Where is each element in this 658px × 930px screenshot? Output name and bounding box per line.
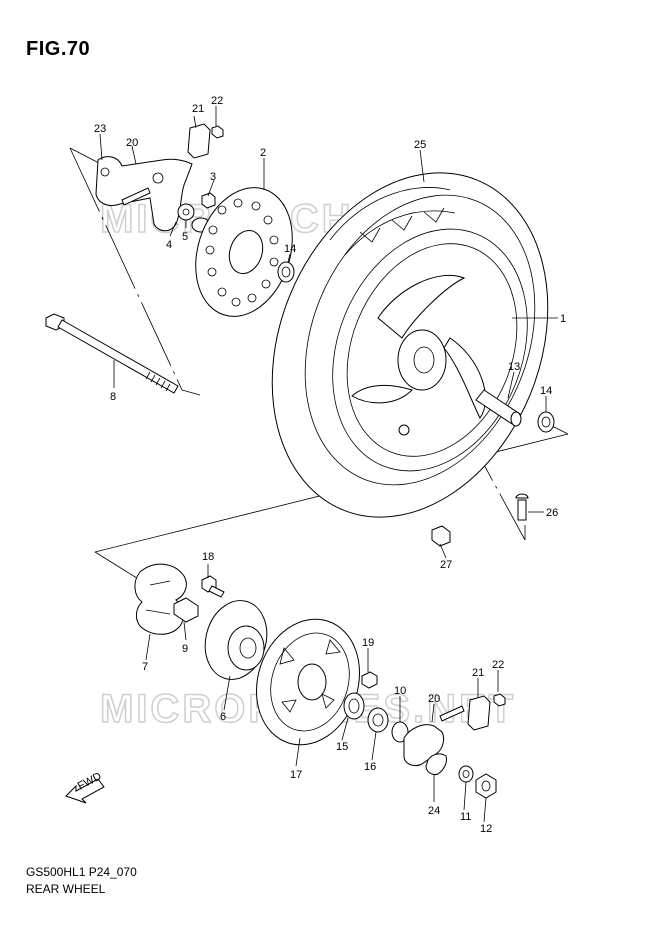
fwd-arrow: FWD [65, 770, 105, 804]
sprocket-drum [204, 600, 268, 680]
callout-18: 18 [202, 551, 214, 563]
callout-14-right: 14 [540, 385, 552, 397]
axle-nut [475, 773, 497, 799]
callout-21-upper: 21 [192, 103, 204, 115]
brake-disc [195, 187, 293, 317]
callout-26: 26 [546, 507, 558, 519]
figure-name: REAR WHEEL [26, 882, 106, 896]
axle-spacer [475, 389, 522, 427]
figure-title: FIG.70 [26, 38, 91, 60]
callout-10: 10 [394, 685, 406, 697]
callouts: 21 22 23 20 2 3 4 5 14 25 1 13 14 8 26 2… [94, 95, 566, 835]
callout-15: 15 [336, 741, 348, 753]
callout-27: 27 [440, 559, 452, 571]
callout-16: 16 [364, 761, 376, 773]
callout-7: 7 [142, 661, 148, 673]
bearing-right [537, 411, 555, 433]
callout-8: 8 [110, 391, 116, 403]
chain-adjuster-lower [403, 705, 465, 775]
wheel-damper [134, 563, 187, 635]
callout-1: 1 [560, 313, 566, 325]
callout-24: 24 [428, 805, 440, 817]
bearing-upper [277, 261, 295, 283]
leader-lines [99, 106, 558, 823]
sprocket-bolt [201, 575, 225, 598]
rear-sprocket [255, 618, 361, 746]
callout-21-lower: 21 [472, 667, 484, 679]
callout-13: 13 [508, 361, 520, 373]
callout-22-lower: 22 [492, 659, 504, 671]
clip-lower [467, 693, 506, 731]
tire-valve [515, 493, 529, 521]
callout-23: 23 [94, 123, 106, 135]
callout-22-upper: 22 [211, 95, 223, 107]
rear-wheel-rim [332, 228, 528, 472]
oil-seal [367, 707, 389, 733]
callout-6: 6 [220, 711, 226, 723]
figure-code: GS500HL1 P24_070 [26, 865, 137, 879]
damper-sleeve [173, 597, 199, 623]
callout-4: 4 [166, 239, 172, 251]
callout-5: 5 [182, 231, 188, 243]
axle-bolt [45, 313, 179, 394]
callout-11: 11 [460, 811, 471, 823]
valve-cap [431, 525, 451, 547]
callout-25: 25 [414, 139, 426, 151]
callout-3: 3 [210, 171, 216, 183]
callout-20-upper: 20 [126, 137, 138, 149]
callout-14-upper: 14 [284, 243, 296, 255]
clip-upper [187, 123, 224, 209]
callout-2: 2 [260, 147, 266, 159]
washer [458, 765, 474, 783]
callout-20-lower: 20 [428, 693, 440, 705]
callout-17: 17 [290, 769, 302, 781]
callout-19: 19 [362, 637, 374, 649]
sprocket-bearing [343, 692, 365, 720]
sprocket-nut [361, 671, 378, 689]
callout-9: 9 [182, 643, 188, 655]
callout-12: 12 [480, 823, 492, 835]
